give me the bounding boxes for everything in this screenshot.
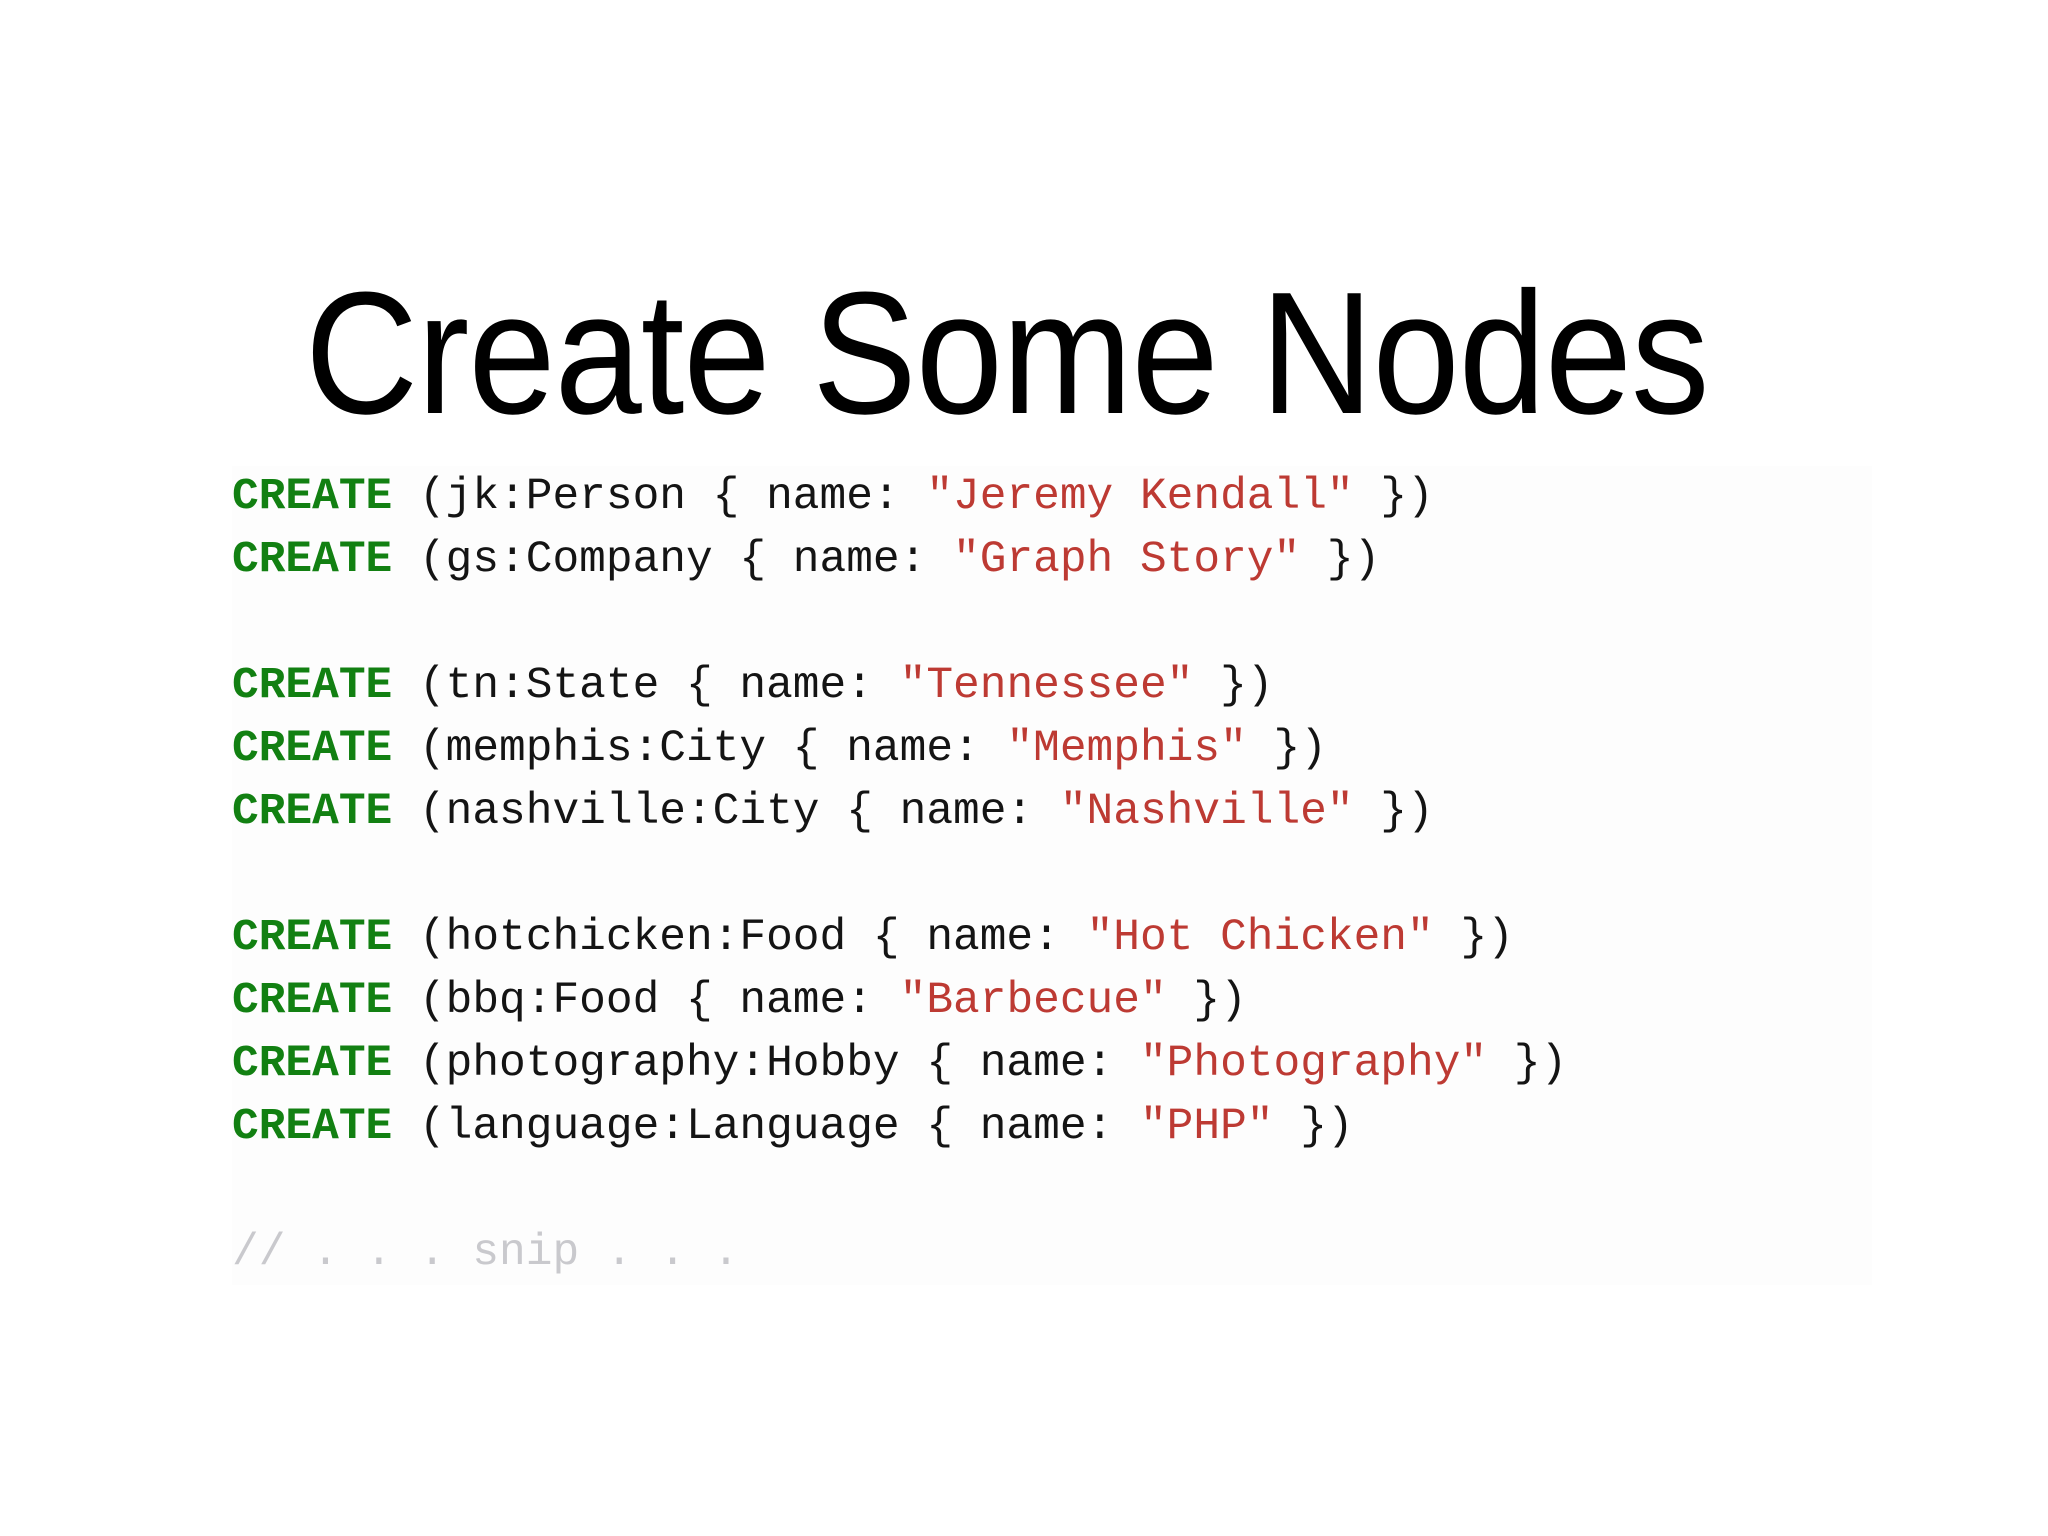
code-statement-line: CREATE (jk:Person { name: "Jeremy Kendal… <box>232 466 1872 529</box>
code-statement-line: CREATE (language:Language { name: "PHP" … <box>232 1096 1872 1159</box>
cypher-pattern-close: }) <box>1300 535 1381 585</box>
code-statement-line: CREATE (bbq:Food { name: "Barbecue" }) <box>232 970 1872 1033</box>
cypher-string-literal: "Jeremy Kendall" <box>926 472 1354 522</box>
cypher-pattern: (tn:State { name: <box>392 661 900 711</box>
code-blank-line <box>232 1159 1872 1222</box>
cypher-string-literal: "Memphis" <box>1006 724 1247 774</box>
code-blank-line <box>232 844 1872 907</box>
cypher-string-literal: "Barbecue" <box>899 976 1167 1026</box>
cypher-pattern-close: }) <box>1433 913 1514 963</box>
cypher-string-literal: "Tennessee" <box>899 661 1194 711</box>
cypher-pattern: (photography:Hobby { name: <box>392 1039 1140 1089</box>
cypher-pattern: (bbq:Food { name: <box>392 976 900 1026</box>
cypher-string-literal: "Hot Chicken" <box>1086 913 1434 963</box>
cypher-pattern: (nashville:City { name: <box>392 787 1060 837</box>
cypher-pattern-close: }) <box>1487 1039 1568 1089</box>
cypher-pattern-close: }) <box>1353 472 1434 522</box>
cypher-string-literal: "PHP" <box>1139 1102 1274 1152</box>
code-statement-line: CREATE (memphis:City { name: "Memphis" }… <box>232 718 1872 781</box>
code-statement-line: CREATE (tn:State { name: "Tennessee" }) <box>232 655 1872 718</box>
cypher-keyword-create: CREATE <box>232 1102 393 1152</box>
code-comment-line: // . . . snip . . . <box>232 1222 1872 1285</box>
code-statement-line: CREATE (hotchicken:Food { name: "Hot Chi… <box>232 907 1872 970</box>
code-statement-line: CREATE (gs:Company { name: "Graph Story"… <box>232 529 1872 592</box>
cypher-keyword-create: CREATE <box>232 724 393 774</box>
code-blank-line <box>232 592 1872 655</box>
cypher-pattern: (hotchicken:Food { name: <box>392 913 1087 963</box>
cypher-pattern: (language:Language { name: <box>392 1102 1140 1152</box>
code-comment-text: // . . . snip . . . <box>232 1228 740 1278</box>
cypher-keyword-create: CREATE <box>232 535 393 585</box>
cypher-keyword-create: CREATE <box>232 472 393 522</box>
cypher-pattern-close: }) <box>1166 976 1247 1026</box>
cypher-pattern: (memphis:City { name: <box>392 724 1007 774</box>
cypher-string-literal: "Photography" <box>1139 1039 1488 1089</box>
cypher-keyword-create: CREATE <box>232 1039 393 1089</box>
cypher-pattern-close: }) <box>1246 724 1327 774</box>
cypher-pattern-close: }) <box>1273 1102 1354 1152</box>
cypher-pattern: (jk:Person { name: <box>392 472 927 522</box>
cypher-pattern-close: }) <box>1193 661 1274 711</box>
cypher-keyword-create: CREATE <box>232 976 393 1026</box>
cypher-pattern-close: }) <box>1353 787 1434 837</box>
cypher-string-literal: "Nashville" <box>1059 787 1354 837</box>
code-statement-line: CREATE (photography:Hobby { name: "Photo… <box>232 1033 1872 1096</box>
cypher-keyword-create: CREATE <box>232 913 393 963</box>
cypher-string-literal: "Graph Story" <box>953 535 1301 585</box>
code-block: CREATE (jk:Person { name: "Jeremy Kendal… <box>232 466 1872 1285</box>
cypher-keyword-create: CREATE <box>232 787 393 837</box>
page-title: Create Some Nodes <box>305 254 1709 450</box>
cypher-keyword-create: CREATE <box>232 661 393 711</box>
code-statement-line: CREATE (nashville:City { name: "Nashvill… <box>232 781 1872 844</box>
cypher-pattern: (gs:Company { name: <box>392 535 954 585</box>
